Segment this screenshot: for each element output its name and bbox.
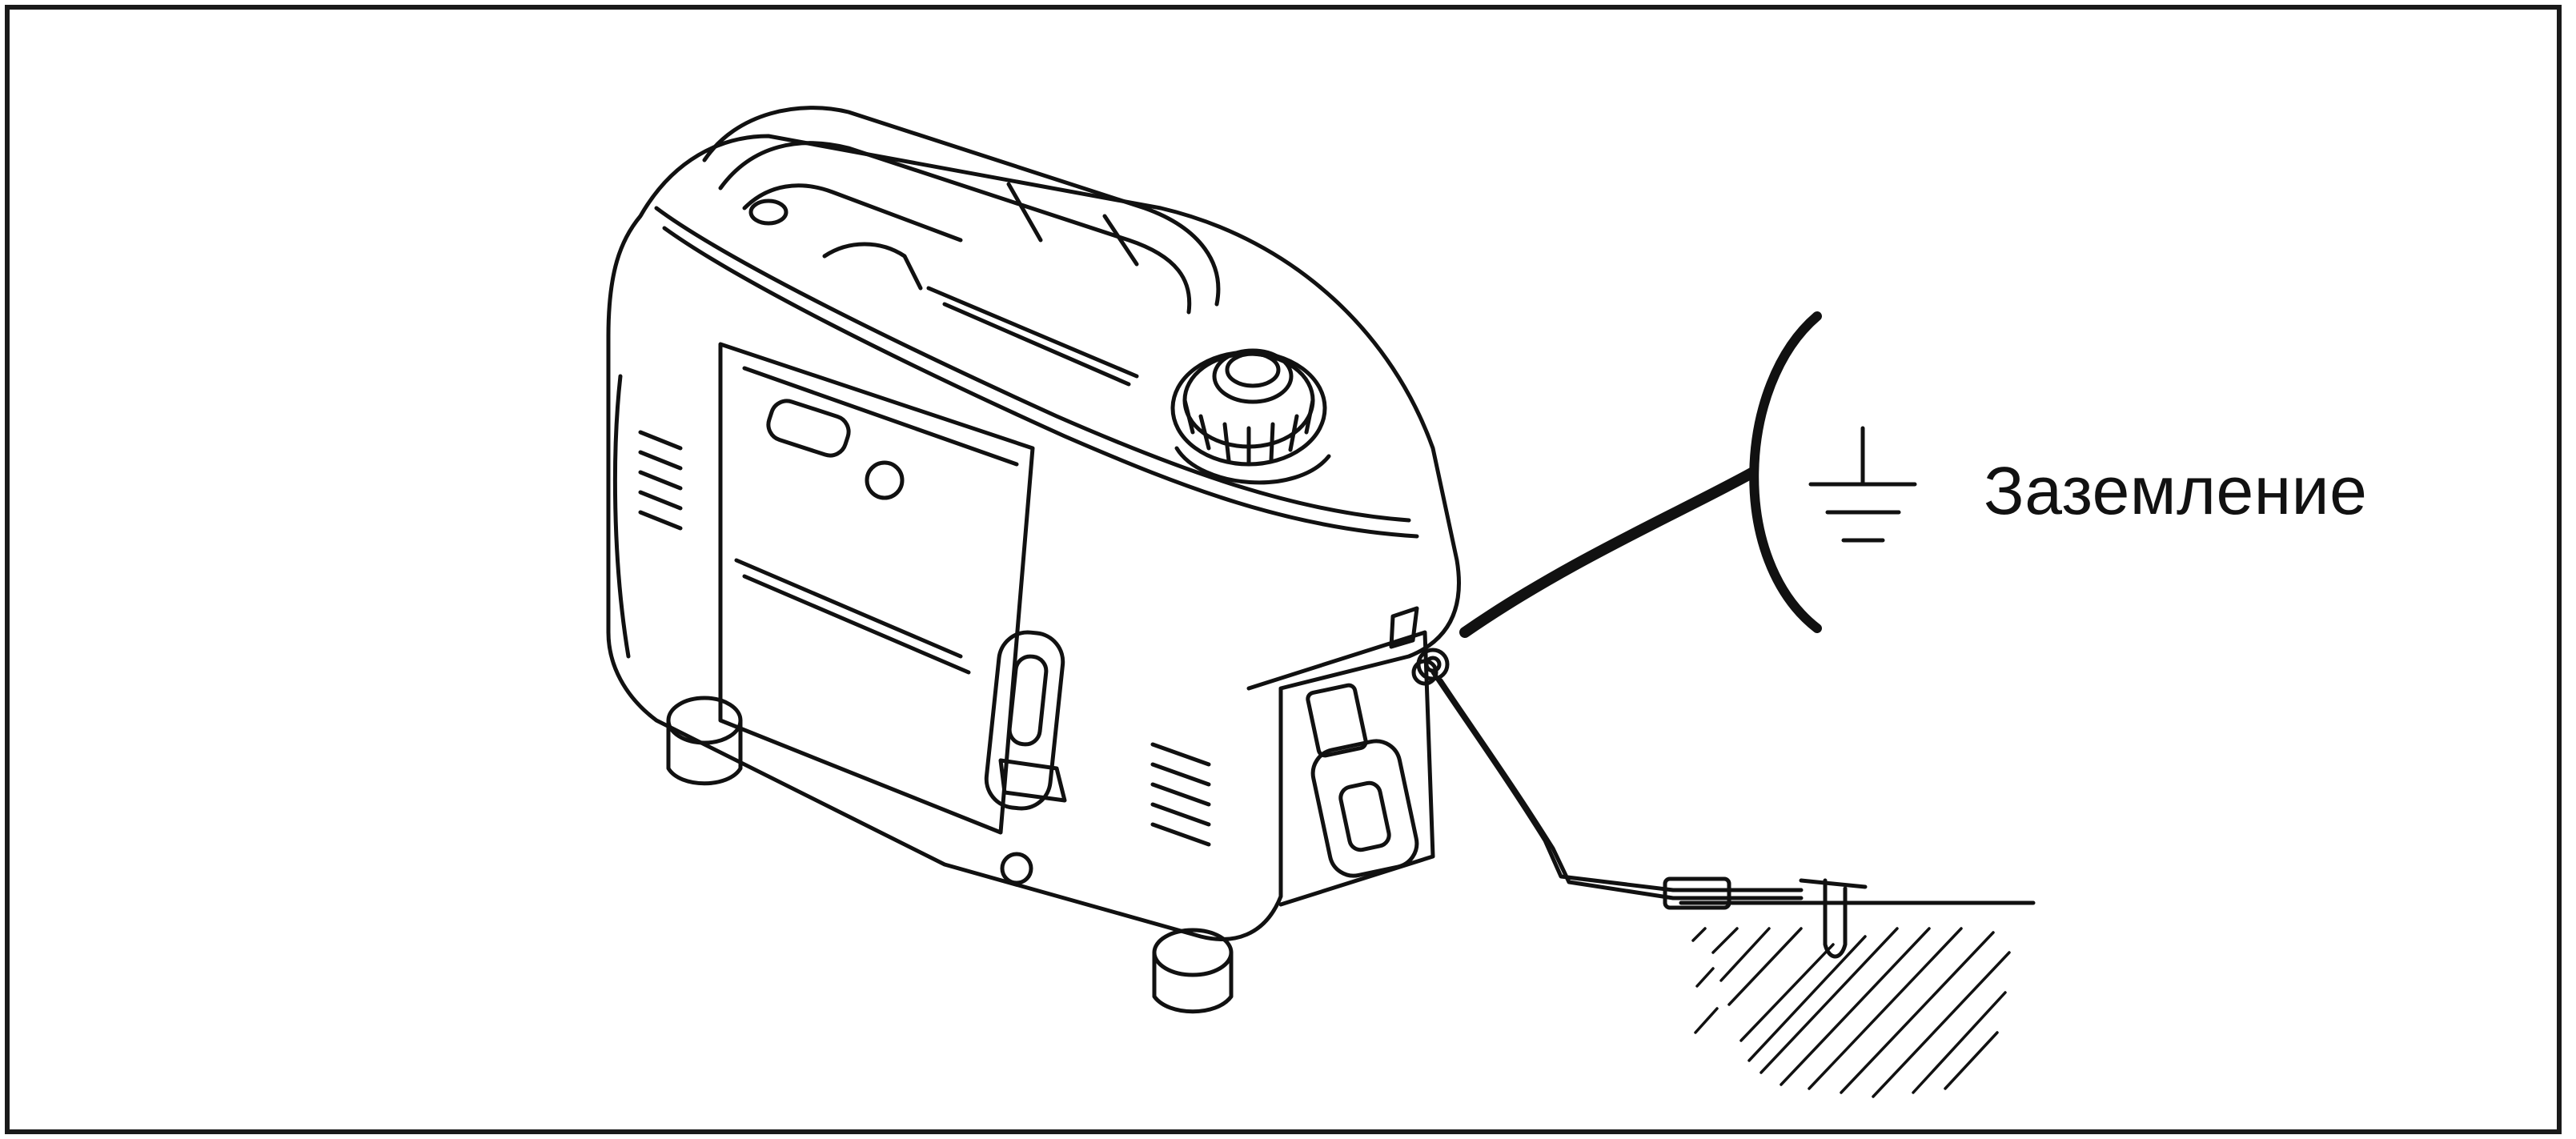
ground-wire bbox=[1433, 672, 1865, 908]
callout-label: Заземление bbox=[1984, 452, 2367, 530]
earth-hatch bbox=[1681, 903, 2033, 1097]
earth-ground-icon bbox=[1811, 428, 1915, 540]
generator-icon bbox=[608, 108, 1459, 1012]
fuel-cap-icon bbox=[1173, 351, 1329, 483]
callout-connector bbox=[1465, 316, 1817, 632]
ground-rod bbox=[1825, 880, 1845, 957]
